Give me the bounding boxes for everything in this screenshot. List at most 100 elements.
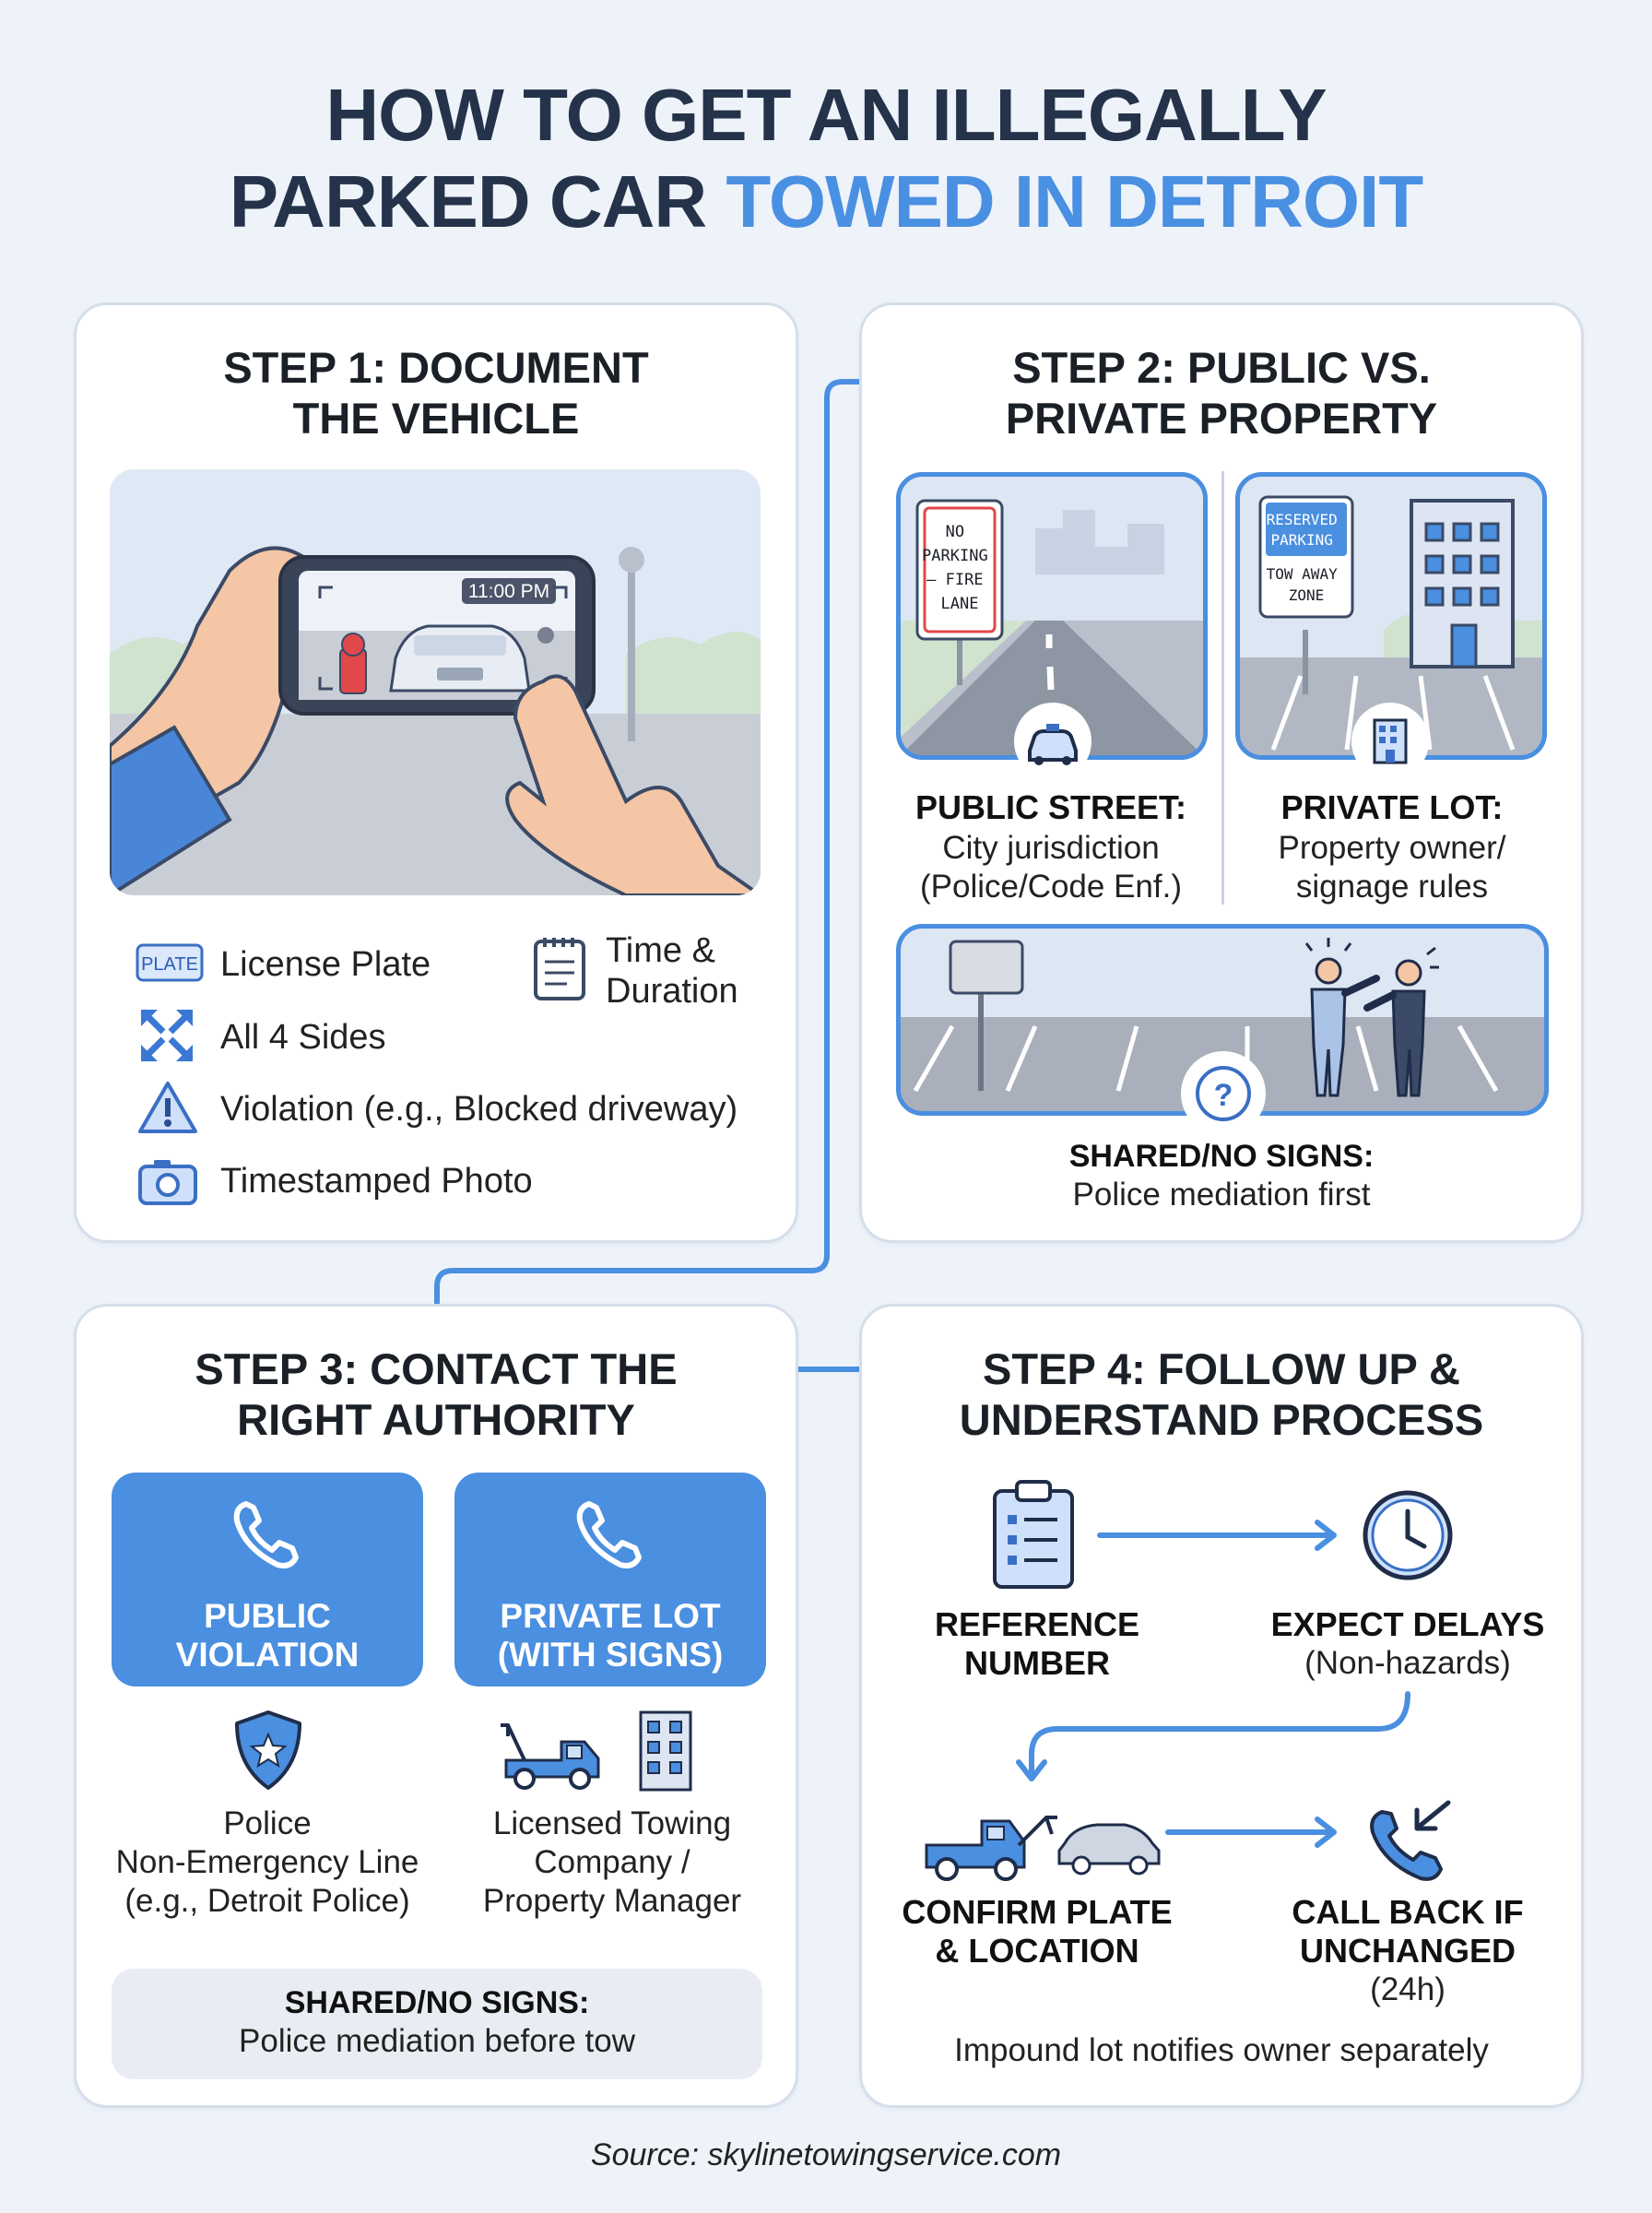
step2-title-line1: STEP 2: PUBLIC VS.	[1012, 343, 1431, 392]
public-sign-text: NO PARKING – FIRE LANE	[922, 523, 997, 613]
towing-line1: Licensed Towing	[492, 1805, 732, 1841]
step4-title-line1: STEP 4: FOLLOW UP &	[983, 1344, 1460, 1393]
public-street-desc: City jurisdiction (Police/Code Enf.)	[890, 829, 1212, 906]
list-item-violation: Violation (e.g., Blocked driveway)	[220, 1090, 738, 1129]
step3-title: STEP 3: CONTACT THE RIGHT AUTHORITY	[77, 1343, 796, 1445]
private-lot-button[interactable]: PRIVATE LOT (WITH SIGNS)	[454, 1473, 766, 1686]
public-violation-line2: VIOLATION	[175, 1636, 360, 1674]
step2-shared-heading: SHARED/NO SIGNS:	[1068, 1139, 1375, 1174]
private-sign-line4: ZONE	[1289, 586, 1325, 604]
public-violation-button[interactable]: PUBLIC VIOLATION	[112, 1473, 423, 1686]
public-desc-line2: (Police/Code Enf.)	[919, 869, 1183, 905]
confirm-line2: & LOCATION	[935, 1932, 1139, 1970]
step4-title-line2: UNDERSTAND PROCESS	[959, 1395, 1484, 1444]
impound-footer: Impound lot notifies owner separately	[954, 2032, 1489, 2068]
panel-divider	[1221, 471, 1224, 905]
step3-shared-heading: SHARED/NO SIGNS:	[284, 1985, 590, 2020]
private-sign-line2: PARKING	[1270, 531, 1332, 549]
callback-line2: UNCHANGED	[1300, 1932, 1516, 1970]
public-sign-line2: PARKING	[922, 547, 988, 565]
public-desc-line1: City jurisdiction	[942, 830, 1160, 866]
step3-shared-box: SHARED/NO SIGNS: Police mediation before…	[112, 1969, 762, 2079]
office-building-icon	[639, 1710, 692, 1792]
step3-shared-desc: Police mediation before tow	[239, 2023, 635, 2059]
expect-delays-label: EXPECT DELAYS	[1270, 1605, 1545, 1643]
list-item-time-duration: Time & Duration	[606, 930, 738, 1012]
public-sign-line3: – FIRE	[926, 571, 983, 589]
warning-triangle-icon	[138, 1082, 197, 1133]
police-badge-icon	[235, 1710, 301, 1790]
reference-line1: REFERENCE	[934, 1605, 1140, 1643]
clock-icon	[1363, 1490, 1453, 1580]
police-line1: Police	[223, 1805, 312, 1841]
step4-card: STEP 4: FOLLOW UP & UNDERSTAND PROCESS R…	[859, 1304, 1584, 2108]
phone-icon	[233, 1501, 299, 1568]
plate-icon-text: PLATE	[141, 954, 198, 975]
reference-number-label: REFERENCE NUMBER	[899, 1605, 1175, 1683]
private-lot-desc: Property owner/ signage rules	[1231, 829, 1553, 906]
tow-truck-icon	[501, 1723, 600, 1790]
step1-title-line2: THE VEHICLE	[292, 394, 580, 443]
tow-truck-car-icon	[925, 1816, 1161, 1881]
towing-line3: Property Manager	[482, 1883, 742, 1919]
time-line1: Time &	[606, 931, 715, 970]
license-plate-icon: PLATE	[136, 943, 204, 982]
private-lot-line2: (WITH SIGNS)	[497, 1636, 724, 1674]
step4-title: STEP 4: FOLLOW UP & UNDERSTAND PROCESS	[862, 1343, 1581, 1445]
clipboard-icon	[993, 1480, 1074, 1589]
confirm-plate-label: CONFIRM PLATE & LOCATION	[880, 1893, 1194, 1970]
four-sides-arrows-icon	[140, 1009, 194, 1062]
public-violation-line1: PUBLIC	[204, 1597, 331, 1635]
list-item-license-plate: License Plate	[220, 945, 431, 984]
public-violation-label: PUBLIC VIOLATION	[112, 1597, 423, 1675]
private-sign-text: RESERVED PARKING TOW AWAY ZONE	[1267, 511, 1347, 604]
private-lot-label: PRIVATE LOT:	[1231, 788, 1553, 827]
step1-title: STEP 1: DOCUMENT THE VEHICLE	[77, 342, 796, 444]
step4-flow-arrows	[1016, 1520, 1410, 1848]
call-back-label: CALL BACK IF UNCHANGED	[1249, 1893, 1566, 1970]
camera-icon	[138, 1160, 197, 1205]
title-line-2-plain: PARKED CAR	[229, 160, 726, 243]
private-sign-line3: TOW AWAY	[1267, 565, 1338, 583]
private-lot-line1: PRIVATE LOT	[500, 1597, 721, 1635]
step3-title-line1: STEP 3: CONTACT THE	[195, 1344, 678, 1393]
private-desc-line1: Property owner/	[1278, 830, 1506, 866]
step3-card: STEP 3: CONTACT THE RIGHT AUTHORITY PUBL…	[74, 1304, 798, 2108]
title-line-2-accent: TOWED IN DETROIT	[726, 160, 1423, 243]
private-lot-heading: PRIVATE LOT:	[1280, 788, 1504, 826]
list-item-all-sides: All 4 Sides	[220, 1018, 386, 1057]
callback-line1: CALL BACK IF	[1292, 1893, 1524, 1931]
call-back-desc: (24h)	[1370, 1971, 1446, 2007]
public-sign-line1: NO	[946, 523, 964, 541]
shared-lot-illustration: ?	[896, 924, 1549, 1136]
shared-signs-desc: Police mediation first	[862, 1176, 1581, 1214]
title-line-1: HOW TO GET AN ILLEGALLY	[325, 74, 1327, 156]
towing-line2: Company /	[534, 1844, 690, 1880]
public-street-heading: PUBLIC STREET:	[914, 788, 1186, 826]
step2-card: STEP 2: PUBLIC VS. PRIVATE PROPERTY NO P…	[859, 302, 1584, 1243]
reference-line2: NUMBER	[964, 1644, 1110, 1682]
step2-title-line2: PRIVATE PROPERTY	[1005, 394, 1438, 443]
call-back-phone-icon	[1370, 1800, 1451, 1881]
public-street-label: PUBLIC STREET:	[890, 788, 1212, 827]
private-desc-line2: signage rules	[1295, 869, 1489, 905]
title-line-2: PARKED CAR TOWED IN DETROIT	[0, 159, 1652, 245]
phone-icon	[576, 1501, 642, 1568]
phone-photo-illustration: 11:00 PM	[110, 469, 761, 895]
source-citation: Source: skylinetowingservice.com	[590, 2137, 1062, 2172]
svg-text:?: ?	[1214, 1078, 1233, 1113]
police-line2: Non-Emergency Line	[115, 1844, 419, 1880]
police-contact-desc: Police Non-Emergency Line (e.g., Detroit…	[86, 1805, 449, 1921]
step3-title-line2: RIGHT AUTHORITY	[237, 1395, 635, 1444]
confirm-line1: CONFIRM PLATE	[902, 1893, 1173, 1931]
list-item-timestamped-photo: Timestamped Photo	[220, 1162, 533, 1201]
step2-shared-line1: Police mediation first	[1072, 1177, 1371, 1213]
building-icon	[1351, 703, 1429, 780]
expect-delays-desc: (Non-hazards)	[1304, 1645, 1511, 1681]
police-car-icon	[1014, 703, 1092, 780]
private-sign-line1: RESERVED	[1267, 511, 1338, 528]
police-line3: (e.g., Detroit Police)	[124, 1883, 410, 1919]
step1-title-line1: STEP 1: DOCUMENT	[223, 343, 649, 392]
phone-time-text: 11:00 PM	[468, 581, 549, 602]
shared-signs-label: SHARED/NO SIGNS:	[862, 1137, 1581, 1176]
